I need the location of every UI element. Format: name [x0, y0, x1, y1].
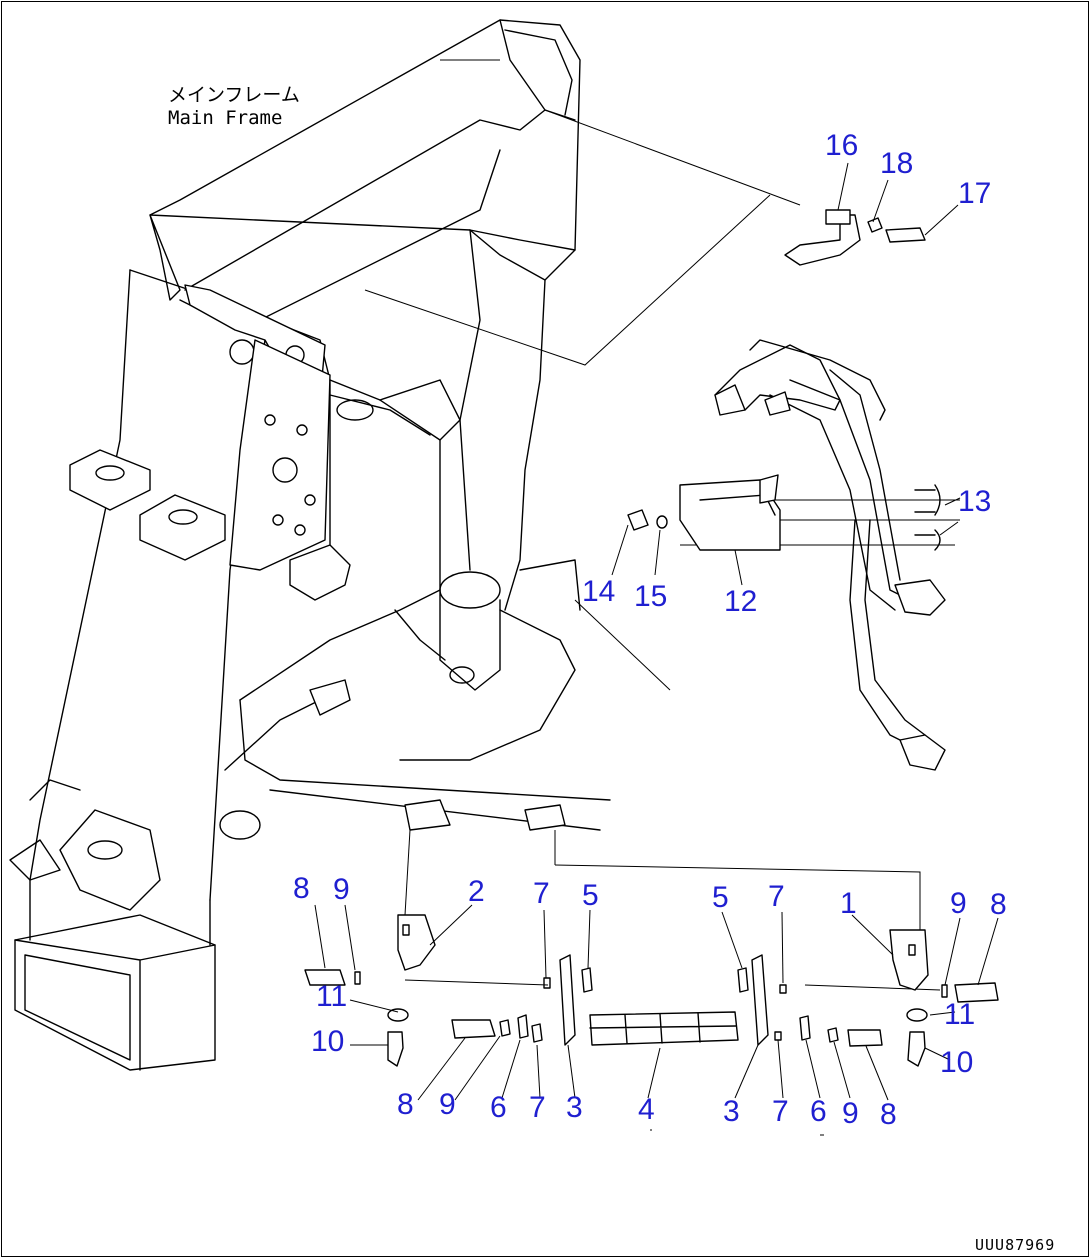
main-frame-drawing	[9, 19, 611, 1071]
frame-label-en: Main Frame	[168, 107, 282, 129]
hydraulic-tubes	[714, 339, 946, 771]
callout-14: 14	[582, 575, 615, 608]
callout-9-bottom-left: 9	[439, 1088, 456, 1121]
callout-10-left: 10	[311, 1025, 344, 1058]
callout-4: 4	[638, 1093, 655, 1126]
callout-8-bottom-left: 8	[397, 1088, 414, 1121]
callout-leaders	[314, 162, 999, 1101]
callout-7-right: 7	[768, 880, 785, 913]
callout-9-bottom-right: 9	[842, 1097, 859, 1130]
callout-3-left: 3	[566, 1091, 583, 1124]
callout-9-right: 9	[950, 887, 967, 920]
callout-9-left: 9	[333, 873, 350, 906]
callout-18: 18	[880, 147, 913, 180]
callout-7-bottom-right: 7	[772, 1095, 789, 1128]
drawing-code: UUU87969	[975, 1236, 1055, 1254]
tick-marks	[650, 1129, 824, 1136]
callout-2: 2	[468, 875, 485, 908]
callout-6-right: 6	[810, 1095, 827, 1128]
callout-11-left: 11	[316, 980, 347, 1013]
callout-11-right: 11	[944, 998, 975, 1031]
callout-5-left: 5	[582, 879, 599, 912]
pipe-bracket-assembly	[784, 209, 926, 266]
frame-label-jp: メインフレーム	[168, 84, 300, 106]
callout-1: 1	[840, 887, 857, 920]
callout-8-right: 8	[990, 888, 1007, 921]
callout-8-left: 8	[293, 872, 310, 905]
clamp-assembly	[627, 474, 941, 551]
callout-12: 12	[724, 585, 757, 618]
callout-15: 15	[634, 580, 667, 613]
callout-6-left: 6	[490, 1091, 507, 1124]
callout-10-right: 10	[940, 1046, 973, 1079]
callout-5-right: 5	[712, 881, 729, 914]
callout-7-left: 7	[533, 877, 550, 910]
callout-13: 13	[958, 485, 991, 518]
callout-17: 17	[958, 177, 991, 210]
callout-8-bottom-right: 8	[880, 1098, 897, 1131]
callout-7-bottom-left: 7	[529, 1091, 546, 1124]
callout-16: 16	[825, 129, 858, 162]
reference-lines	[364, 59, 960, 991]
callout-3-right: 3	[723, 1095, 740, 1128]
callout-labels: 16 18 17 13 14 15 12 8 9 2 7 5 5 7 1 9 8…	[293, 129, 1007, 1131]
step-assembly	[304, 914, 999, 1067]
